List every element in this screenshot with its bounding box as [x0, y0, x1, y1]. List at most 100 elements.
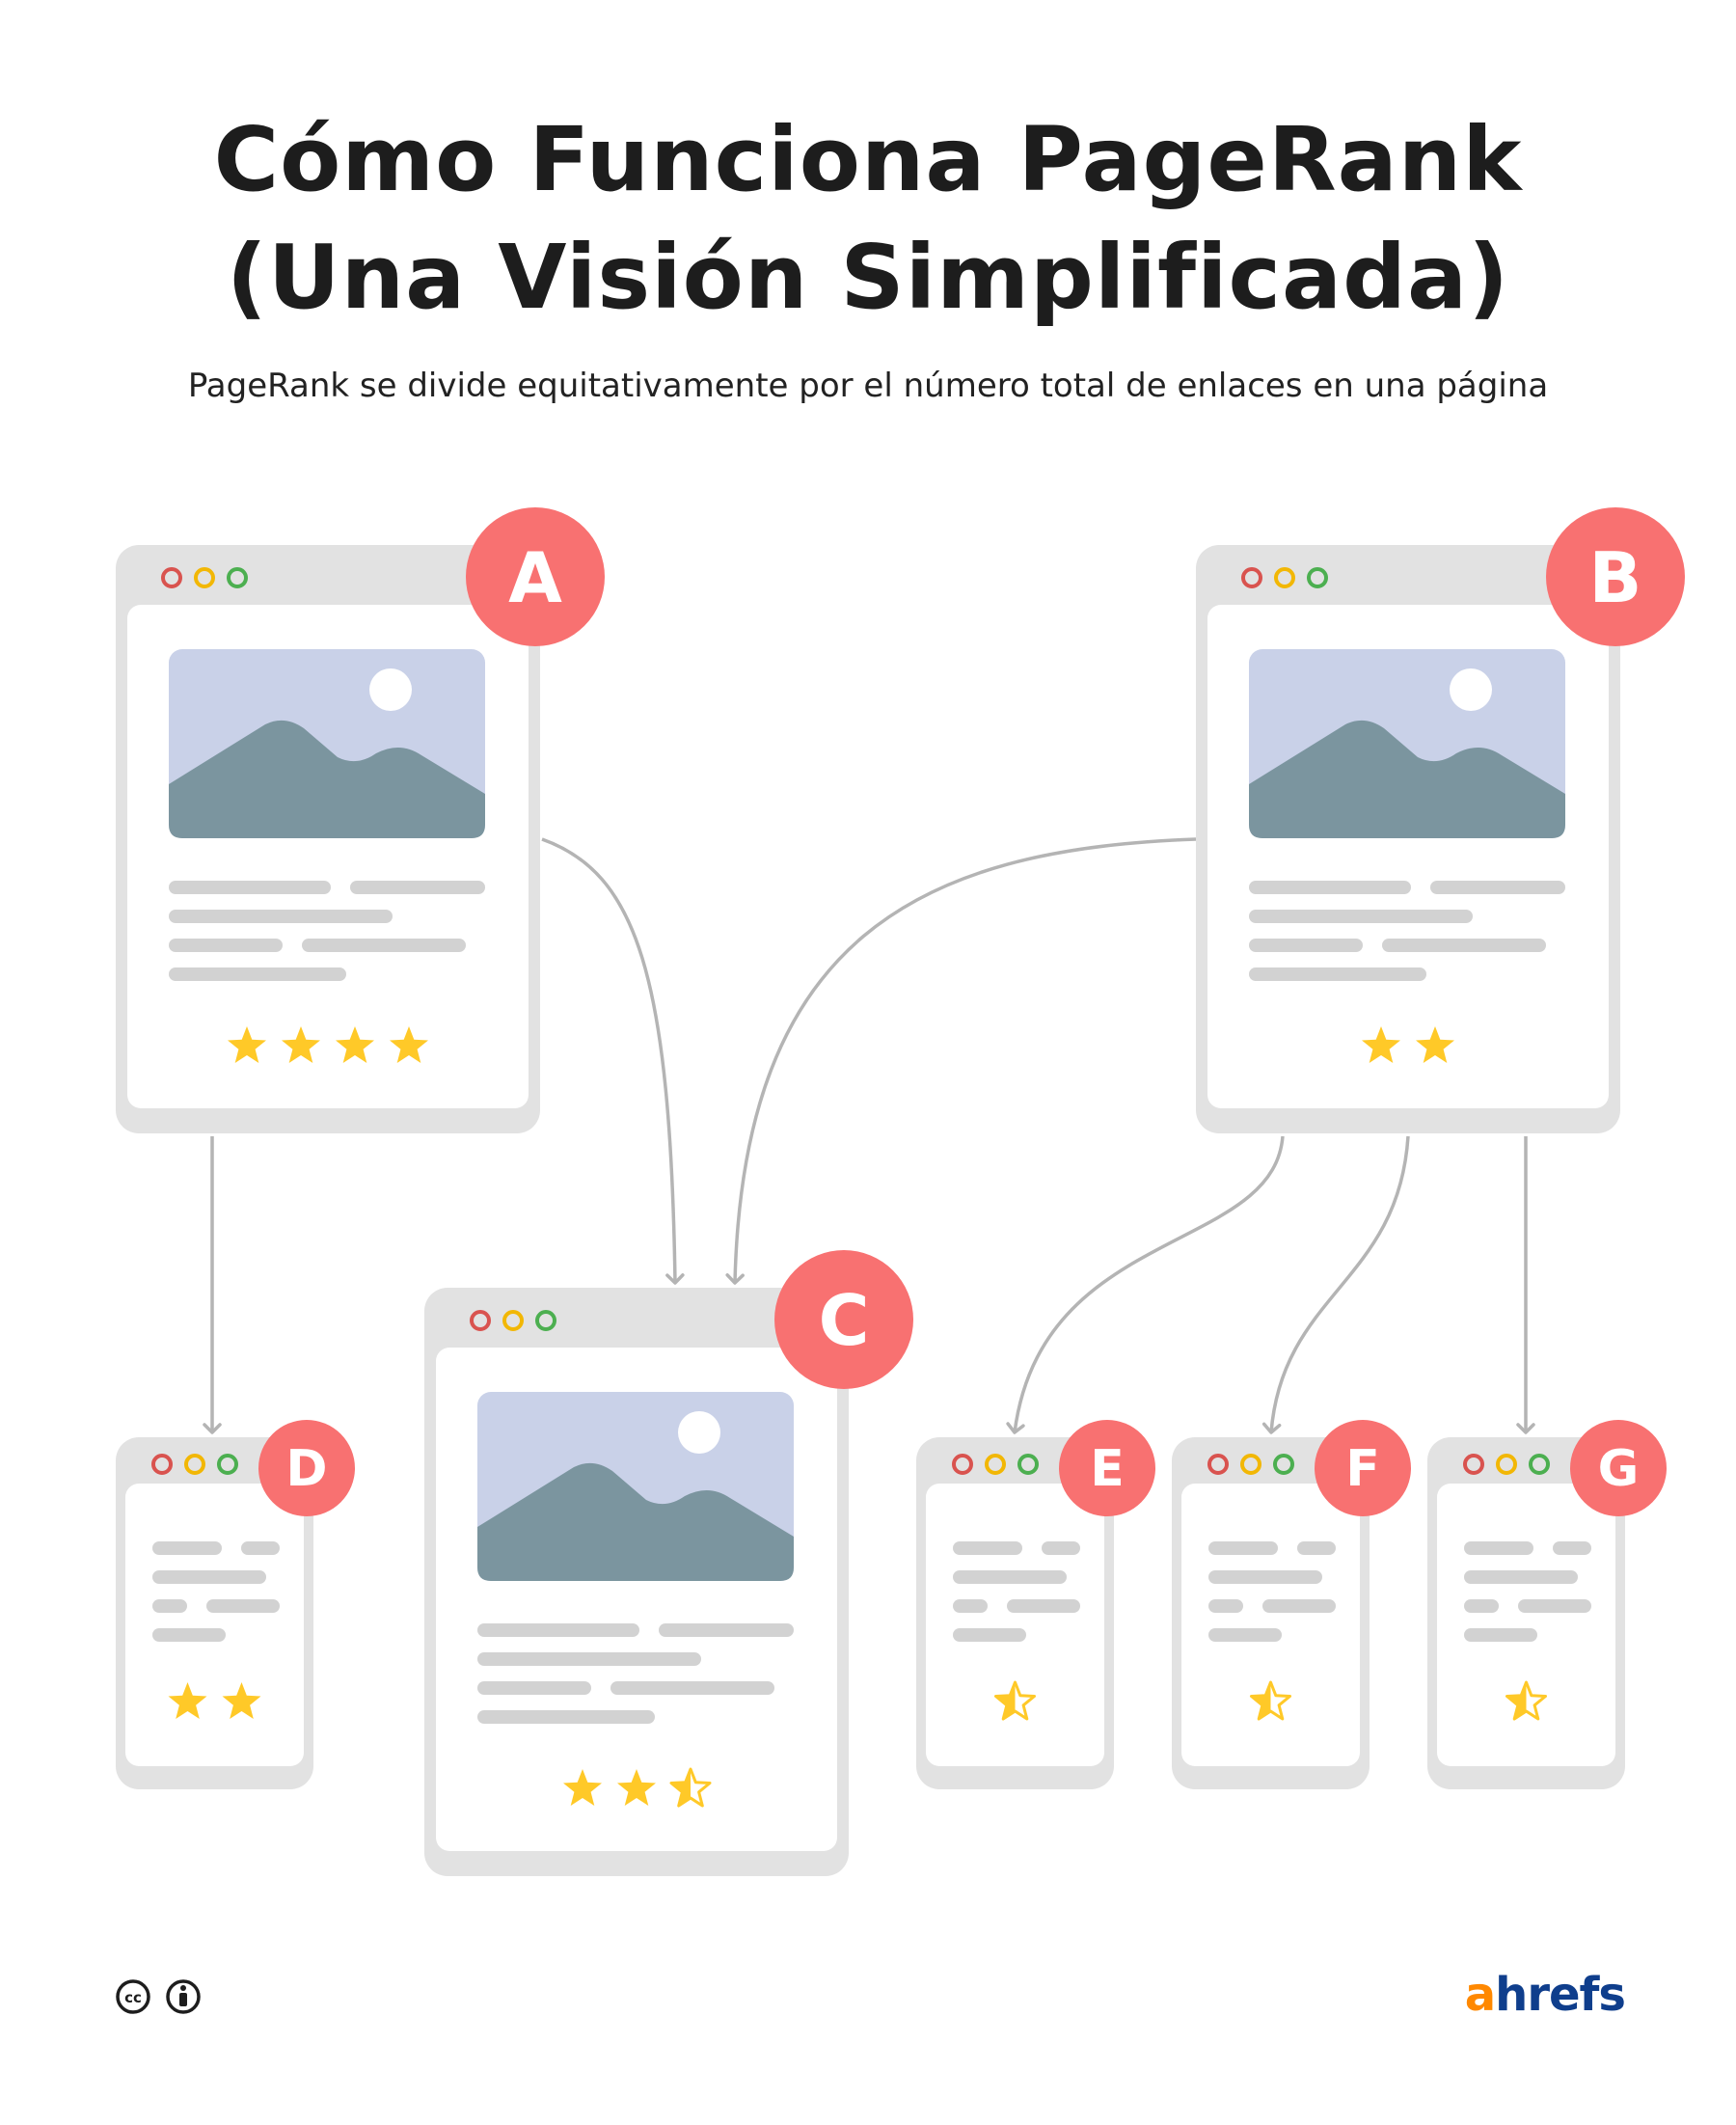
browser-content — [1181, 1484, 1360, 1766]
title-line-1: Cómo Funciona PageRank — [213, 108, 1523, 211]
yellow-window-dot — [1496, 1454, 1517, 1475]
text-line-placeholder — [1042, 1541, 1080, 1555]
page-badge-a: A — [466, 507, 605, 646]
badge-label: E — [1090, 1440, 1125, 1498]
star-half-icon — [1251, 1682, 1271, 1719]
text-line-placeholder — [169, 910, 393, 923]
badge-circle — [466, 507, 605, 646]
text-line-placeholder — [1518, 1599, 1591, 1613]
yellow-window-dot — [1240, 1454, 1261, 1475]
star-full-icon — [336, 1026, 374, 1063]
link-arrow-A-C — [541, 837, 685, 1285]
page-badge-g: G — [1570, 1420, 1667, 1516]
page-card-b: B — [1196, 507, 1685, 1133]
yellow-window-dot — [985, 1454, 1006, 1475]
rating-stars — [994, 1680, 1036, 1721]
text-line-placeholder — [1464, 1570, 1578, 1584]
red-window-dot — [151, 1454, 173, 1475]
ahrefs-logo: ahrefs — [1464, 1968, 1626, 2022]
star-half-icon — [671, 1769, 691, 1806]
red-window-dot — [1207, 1454, 1229, 1475]
text-line-placeholder — [1464, 1599, 1499, 1613]
sun-icon — [1450, 668, 1492, 711]
badge-circle — [1315, 1420, 1411, 1516]
star-half-icon — [995, 1682, 1016, 1719]
page-card-d: D — [116, 1420, 355, 1789]
green-window-dot — [1017, 1454, 1039, 1475]
link-arrow-B-C — [725, 837, 1197, 1285]
green-window-dot — [227, 567, 248, 588]
text-line-placeholder — [1553, 1541, 1591, 1555]
text-line-placeholder — [1249, 967, 1426, 981]
image-placeholder-icon — [477, 1392, 794, 1581]
yellow-window-dot — [1274, 567, 1295, 588]
star-full-icon — [1416, 1026, 1454, 1063]
rating-stars — [1362, 1026, 1454, 1063]
green-window-dot — [217, 1454, 238, 1475]
star-half-icon — [1506, 1682, 1527, 1719]
rating-stars — [168, 1682, 261, 1719]
rating-stars — [1505, 1680, 1547, 1721]
text-line-placeholder — [152, 1628, 226, 1642]
text-line-placeholder — [1249, 881, 1411, 894]
text-line-placeholder — [953, 1570, 1067, 1584]
text-line-placeholder — [1249, 939, 1363, 952]
text-line-placeholder — [610, 1681, 774, 1695]
text-line-placeholder — [350, 881, 485, 894]
yellow-window-dot — [184, 1454, 205, 1475]
yellow-window-dot — [502, 1310, 524, 1331]
badge-circle — [258, 1420, 355, 1516]
mountain-shape — [169, 720, 485, 838]
text-line-placeholder — [1262, 1599, 1336, 1613]
image-placeholder-icon — [169, 649, 485, 838]
text-line-placeholder — [1430, 881, 1565, 894]
green-window-dot — [1273, 1454, 1294, 1475]
page-card-g: G — [1427, 1420, 1667, 1789]
browser-content — [125, 1484, 304, 1766]
yellow-window-dot — [194, 567, 215, 588]
sun-icon — [369, 668, 412, 711]
star-full-icon — [168, 1682, 207, 1719]
mountain-shape — [477, 1462, 794, 1581]
badge-label: G — [1598, 1440, 1640, 1498]
page-badge-c: C — [774, 1250, 913, 1389]
badge-circle — [774, 1250, 913, 1389]
red-window-dot — [952, 1454, 973, 1475]
text-line-placeholder — [659, 1623, 794, 1637]
star-full-icon — [617, 1769, 656, 1806]
text-line-placeholder — [152, 1599, 187, 1613]
page-card-a: A — [116, 507, 605, 1133]
star-full-icon — [228, 1026, 266, 1063]
text-line-placeholder — [477, 1710, 655, 1724]
badge-circle — [1059, 1420, 1155, 1516]
text-line-placeholder — [953, 1541, 1022, 1555]
text-line-placeholder — [477, 1623, 639, 1637]
star-full-icon — [390, 1026, 428, 1063]
mountain-shape — [1249, 720, 1565, 838]
red-window-dot — [470, 1310, 491, 1331]
text-line-placeholder — [169, 939, 283, 952]
star-full-icon — [1362, 1026, 1400, 1063]
text-line-placeholder — [1208, 1541, 1278, 1555]
rating-stars — [228, 1026, 428, 1063]
rating-stars — [563, 1767, 712, 1808]
star-full-icon — [563, 1769, 602, 1806]
browser-content — [1437, 1484, 1615, 1766]
star-full-icon — [222, 1682, 261, 1719]
links-layer — [203, 837, 1535, 1434]
red-window-dot — [161, 567, 182, 588]
text-line-placeholder — [953, 1599, 988, 1613]
text-line-placeholder — [1208, 1628, 1282, 1642]
page-card-c: C — [424, 1250, 913, 1876]
text-line-placeholder — [241, 1541, 280, 1555]
text-line-placeholder — [169, 967, 346, 981]
red-window-dot — [1241, 567, 1262, 588]
text-line-placeholder — [206, 1599, 280, 1613]
text-line-placeholder — [1208, 1570, 1322, 1584]
attribution-icon — [166, 1979, 201, 2014]
text-line-placeholder — [477, 1681, 591, 1695]
badge-label: C — [819, 1280, 870, 1361]
page-badge-e: E — [1059, 1420, 1155, 1516]
